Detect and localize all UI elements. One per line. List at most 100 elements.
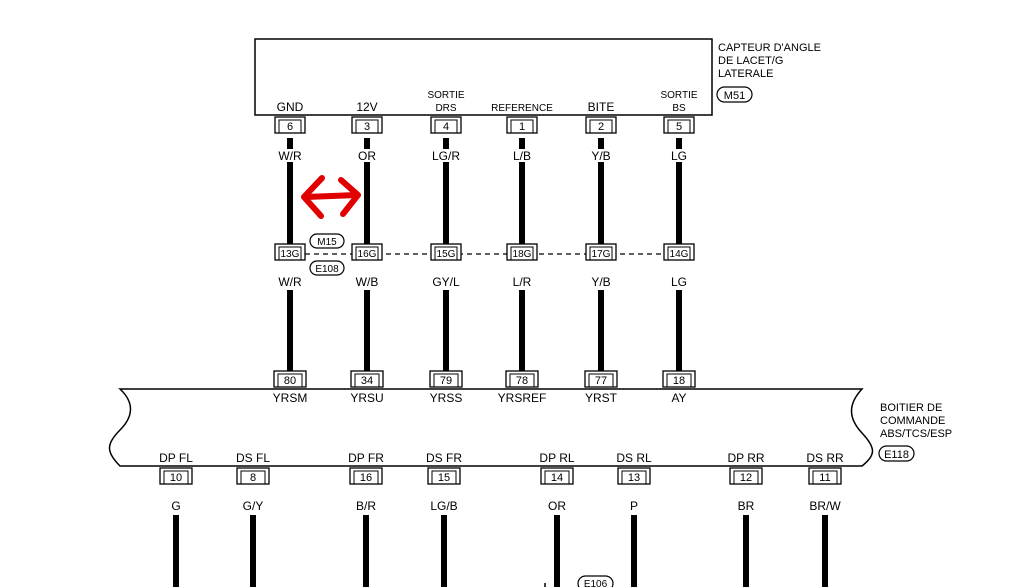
module-top-pin-box-inner bbox=[277, 373, 303, 388]
module-pin-signal: YRSREF bbox=[498, 391, 547, 405]
sensor-box bbox=[254, 38, 713, 116]
sensor-wire-color: LG bbox=[671, 149, 687, 163]
junction-pin-box-inner bbox=[667, 246, 691, 261]
module-bottom-pin-box-inner bbox=[240, 470, 266, 485]
module-connector-label: E118 bbox=[884, 449, 909, 461]
module-bottom-pin-box-number: 13 bbox=[628, 472, 640, 484]
module-title-line: BOITIER DE bbox=[880, 402, 942, 414]
junction-pin-14G: 14G LG bbox=[663, 243, 695, 289]
module-bottom-pin-box-inner bbox=[733, 470, 759, 485]
harness-wires bbox=[287, 138, 682, 371]
module-bottom-pin-box-number: 15 bbox=[438, 472, 450, 484]
sensor-pin-box-inner bbox=[667, 119, 691, 134]
junction-pin-16G: 16G W/B bbox=[351, 243, 383, 289]
sensor-title-line: DE LACET/G bbox=[718, 55, 783, 67]
module-bottom-label: DS FL bbox=[236, 451, 270, 465]
sensor-pin-label: 12V bbox=[356, 100, 377, 114]
sensor-pin-box-inner bbox=[355, 119, 379, 134]
junction-wire-color: GY/L bbox=[432, 275, 460, 289]
sensor-wire-color: W/R bbox=[278, 149, 302, 163]
module-box bbox=[108, 388, 874, 467]
module-bottom-wire-color: G/Y bbox=[243, 499, 264, 513]
red-double-arrow-annotation bbox=[301, 175, 361, 219]
sensor-pin-box-number: 6 bbox=[287, 121, 293, 133]
module-top-pin-box-inner bbox=[433, 373, 459, 388]
sensor-wire-color: L/B bbox=[513, 149, 531, 163]
junction-wire-color: Y/B bbox=[591, 275, 610, 289]
module-bottom-pin-8: DS FL 8G/Y bbox=[236, 451, 270, 587]
junction-pin-box-number: 17G bbox=[592, 249, 611, 260]
module-bottom-pin-box-number: 12 bbox=[740, 472, 752, 484]
module-top-pin-box-number: 77 bbox=[595, 375, 607, 387]
junction-pin-box-number: 16G bbox=[358, 249, 377, 260]
module-bottom-wire-color: BR bbox=[738, 499, 755, 513]
module-title: BOITIER DE COMMANDE ABS/TCS/ESP bbox=[880, 402, 952, 440]
junction-pin-box-number: 14G bbox=[670, 249, 689, 260]
junction-pin-box-number: 18G bbox=[513, 249, 532, 260]
junction-wire-color: LG bbox=[671, 275, 687, 289]
junction-pin-box-inner bbox=[510, 246, 534, 261]
module-bottom-pin-13: DS RL 13P bbox=[616, 451, 652, 587]
e106-connector-label: E106 bbox=[584, 579, 608, 587]
module-bottom-wire-color: G bbox=[171, 499, 180, 513]
sensor-title-line: CAPTEUR D'ANGLE bbox=[718, 42, 821, 54]
junction-pin-box-inner bbox=[278, 246, 302, 261]
module-pin-signal: YRSU bbox=[350, 391, 383, 405]
module-bottom-pin-box-inner bbox=[163, 470, 189, 485]
module-bottom-pin-box-inner bbox=[544, 470, 570, 485]
module-top-pin-box-inner bbox=[666, 373, 692, 388]
module-bottom-pin-box-number: 11 bbox=[819, 472, 830, 484]
junction-pin-18G: 18G L/R bbox=[506, 243, 538, 289]
module-pin-signal: YRSM bbox=[273, 391, 308, 405]
module-bottom-pin-box-number: 8 bbox=[250, 472, 256, 484]
junction-pin-box-inner bbox=[355, 246, 379, 261]
junction-wire-color: L/R bbox=[513, 275, 532, 289]
module-bottom-label: DP FL bbox=[159, 451, 193, 465]
junction-pin-box-inner bbox=[434, 246, 458, 261]
junction-wire-color: W/B bbox=[356, 275, 379, 289]
module-top-pin-box-number: 79 bbox=[440, 375, 452, 387]
module-bottom-wire-color: B/R bbox=[356, 499, 376, 513]
sensor-connector-label: M51 bbox=[724, 90, 745, 102]
sensor-pin-label: SORTIE bbox=[660, 90, 697, 101]
module-title-line: ABS/TCS/ESP bbox=[880, 428, 952, 440]
module-top-pin-box-number: 80 bbox=[284, 375, 296, 387]
junction-connector-badge-m15 bbox=[309, 233, 345, 249]
module-bottom-pin-box-inner bbox=[812, 470, 838, 485]
sensor-pin-box-number: 3 bbox=[364, 121, 370, 133]
module-bottom-pin-box-inner bbox=[621, 470, 647, 485]
module-bottom-wire-color: P bbox=[630, 499, 638, 513]
sensor-pin-box-number: 2 bbox=[598, 121, 604, 133]
junction-wire-color: W/R bbox=[278, 275, 302, 289]
module-top-pin-box-number: 78 bbox=[516, 375, 528, 387]
module-bottom-pin-box-number: 14 bbox=[551, 472, 563, 484]
sensor-pin-label: BS bbox=[672, 103, 686, 114]
module-bottom-wire-color: BR/W bbox=[809, 499, 841, 513]
sensor-pin-box-inner bbox=[434, 119, 458, 134]
sensor-title-line: LATERALE bbox=[718, 68, 773, 80]
module-bottom-label: DS RL bbox=[616, 451, 652, 465]
module-title-line: COMMANDE bbox=[880, 415, 945, 427]
sensor-wire-color: LG/R bbox=[432, 149, 460, 163]
junction-connector-label: M15 bbox=[317, 237, 337, 248]
module-bottom-label: DP RR bbox=[727, 451, 764, 465]
sensor-pin-box-inner bbox=[589, 119, 613, 134]
module-bottom-wire-color: OR bbox=[548, 499, 566, 513]
